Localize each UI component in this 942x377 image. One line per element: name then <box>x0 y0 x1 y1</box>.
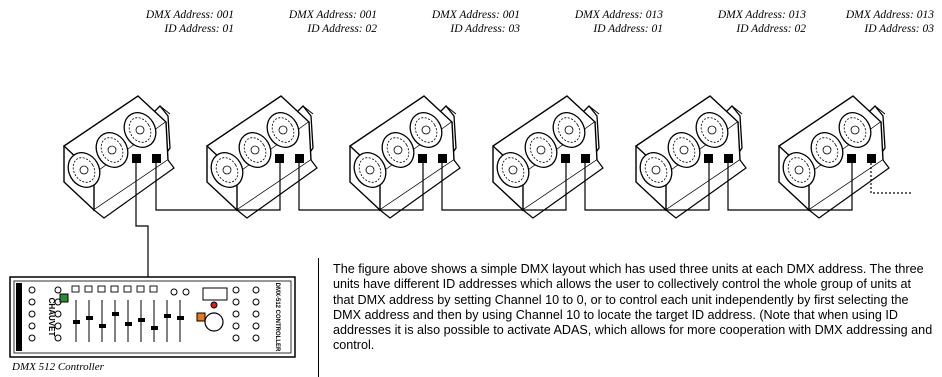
id-address: ID Address: 01 <box>593 23 663 35</box>
dmx-address: DMX Address: 001 <box>145 9 234 21</box>
dmx-address: DMX Address: 013 <box>845 9 934 21</box>
dmx-address: DMX Address: 013 <box>717 9 806 21</box>
fixture-4 <box>490 95 604 219</box>
fixture-6 <box>776 95 890 219</box>
id-address: ID Address: 03 <box>450 23 520 35</box>
description-text: The figure above shows a simple DMX layo… <box>333 262 933 377</box>
id-address: ID Address: 03 <box>864 23 934 35</box>
controller-model: DMX-512 CONTROLLER <box>274 283 280 352</box>
dmx-address: DMX Address: 013 <box>574 9 663 21</box>
dmx-controller: CHAUVET DMX-512 CONTROLLER <box>9 276 296 358</box>
unit-label-3: DMX Address: 001 ID Address: 03 <box>380 8 520 36</box>
unit-label-6: DMX Address: 013 ID Address: 03 <box>794 8 934 36</box>
dmx-cable <box>135 163 912 277</box>
id-address: ID Address: 01 <box>164 23 234 35</box>
dmx-address: DMX Address: 001 <box>288 9 377 21</box>
unit-label-1: DMX Address: 001 ID Address: 01 <box>94 8 234 36</box>
fixture-1 <box>61 95 175 219</box>
unit-label-4: DMX Address: 013 ID Address: 01 <box>523 8 663 36</box>
id-address: ID Address: 02 <box>307 23 377 35</box>
dmx-address: DMX Address: 001 <box>431 9 520 21</box>
controller-brand: CHAUVET <box>47 298 56 337</box>
unit-label-5: DMX Address: 013 ID Address: 02 <box>666 8 806 36</box>
description-paragraph: The figure above shows a simple DMX layo… <box>333 262 933 353</box>
unit-label-2: DMX Address: 001 ID Address: 02 <box>237 8 377 36</box>
id-address: ID Address: 02 <box>736 23 806 35</box>
fixture-3 <box>347 95 461 219</box>
fixture-5 <box>633 95 747 219</box>
fixture-2 <box>204 95 318 219</box>
text-margin-rule <box>318 258 319 377</box>
controller-caption: DMX 512 Controller <box>12 361 104 373</box>
